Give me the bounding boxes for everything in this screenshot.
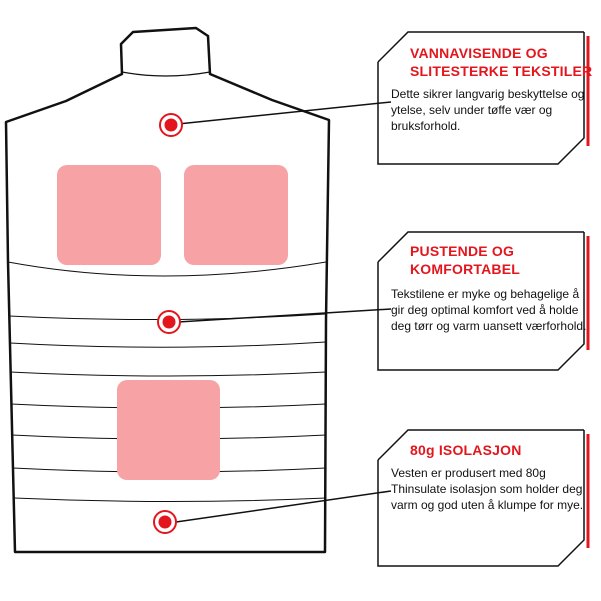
callout-frame-3: [377, 429, 584, 461]
quilt-seam-3: [9, 341, 327, 348]
collar-seam: [121, 71, 211, 77]
callout-frame-2: [377, 231, 584, 263]
callout-body: Tekstilene er myke og behagelige å gir d…: [391, 287, 587, 333]
quilt-seam-1: [7, 261, 327, 277]
panel-upper-right: [184, 165, 288, 265]
callout-body: Vesten er produsert med 80g Thinsulate i…: [391, 466, 584, 512]
callout-frame-3-lower: [377, 430, 585, 567]
red-dot-marker-icon: [153, 510, 177, 534]
callout-title: PUSTENDE OG KOMFORTABEL: [410, 243, 521, 277]
connector-line-1: [177, 101, 392, 125]
panel-upper-left: [57, 165, 161, 265]
panel-lower-center: [117, 380, 220, 480]
quilt-seam-8: [13, 497, 327, 502]
callout-frame-1: [377, 31, 584, 63]
callout-body: Dette sikrer langvarig beskyttelse og yt…: [391, 87, 585, 133]
connector-line-3: [175, 490, 392, 523]
callout-frame-1-lower: [377, 32, 585, 165]
callout-title: VANNAVISENDE OG SLITESTERKE TEKSTILER: [410, 45, 593, 79]
connector-line-2: [177, 308, 392, 323]
callout-frame-2-lower: [377, 232, 585, 371]
vest-back-outline-icon: [4, 26, 331, 554]
red-dot-marker-icon: [157, 310, 181, 334]
quilt-seam-4: [9, 371, 327, 377]
red-dot-marker-icon: [159, 113, 183, 137]
callout-title: 80g ISOLASJON: [410, 442, 522, 458]
